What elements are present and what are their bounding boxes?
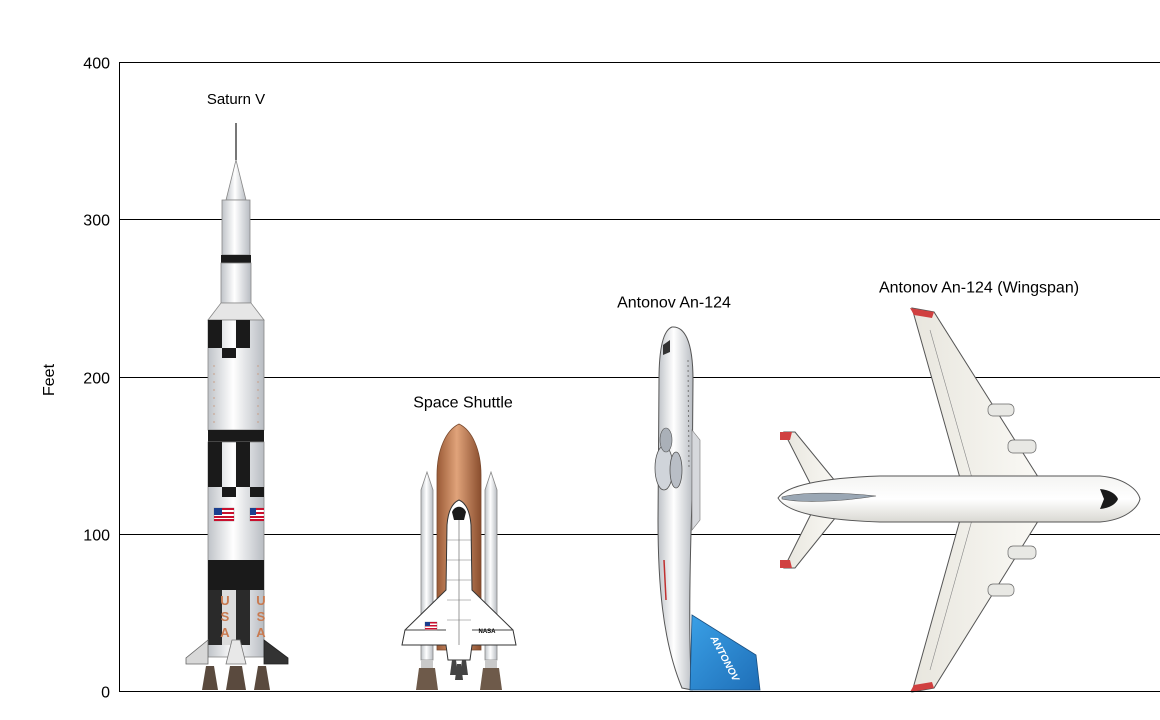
usa-letter: A xyxy=(256,625,266,640)
saturn-v-rocket: U S A U S A xyxy=(185,123,289,690)
usa-letter: S xyxy=(257,609,266,624)
usa-letter: U xyxy=(220,593,229,608)
vehicle-label: Saturn V xyxy=(207,91,265,108)
usa-flag-icon xyxy=(424,621,438,631)
usa-letter: U xyxy=(256,593,265,608)
space-shuttle: NASA xyxy=(401,423,517,690)
vehicle-label: Antonov An-124 (Wingspan) xyxy=(879,279,1079,296)
usa-flag-icon xyxy=(213,507,235,522)
y-axis-ticks: 0 100 200 300 400 xyxy=(83,56,110,702)
nasa-logo: NASA xyxy=(478,629,496,635)
vehicle-label: Space Shuttle xyxy=(413,395,513,412)
y-axis-label: Feet xyxy=(41,363,58,396)
y-tick-label: 100 xyxy=(83,528,110,545)
usa-letter: S xyxy=(221,609,230,624)
vehicle-label: Antonov An-124 xyxy=(617,294,731,311)
y-tick-label: 200 xyxy=(83,371,110,388)
vehicle-labels: Saturn V Space Shuttle Antonov An-124 Anton… xyxy=(207,91,1079,411)
y-tick-label: 400 xyxy=(83,56,110,73)
y-tick-label: 300 xyxy=(83,213,110,230)
antonov-an-124-top-view xyxy=(777,307,1141,693)
y-tick-label: 0 xyxy=(101,685,110,702)
usa-letter: A xyxy=(220,625,230,640)
antonov-an-124-side-view: ANTONOV xyxy=(654,326,761,691)
usa-flag-icon xyxy=(249,507,265,522)
engine-nacelle xyxy=(987,403,1037,597)
